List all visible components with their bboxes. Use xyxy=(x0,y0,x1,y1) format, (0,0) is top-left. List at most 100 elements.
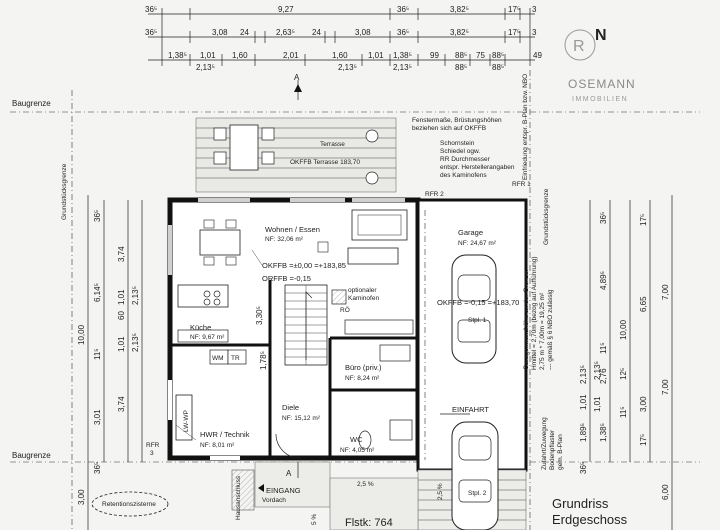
dim-right-2d: 2,13⁵ xyxy=(593,361,602,380)
dim-right-4a: 6,00 xyxy=(661,484,670,500)
title-line-2: Erdgeschoss xyxy=(552,512,628,527)
wm-label: WM xyxy=(212,355,224,362)
dim-right-4c: 7,00 xyxy=(661,284,670,300)
hausanschluss-label: Hausanschluss xyxy=(235,475,242,520)
dim-right-1h: 36⁵ xyxy=(599,212,608,224)
kitchen-furniture xyxy=(177,284,229,343)
dimension-chains-top: 36⁵ 9,27 36⁵ 3,82⁵ 17⁵ 3 36⁵ 3,08 24 2,6… xyxy=(145,5,542,72)
retention-cistern xyxy=(91,491,169,517)
baugrenze-bottom-label: Baugrenze xyxy=(12,451,51,460)
dim-right-1g: 2,13⁵ xyxy=(579,365,588,384)
dim-left-inner-g: 1,01 xyxy=(117,289,126,305)
dim-top-2g: 36⁵ xyxy=(397,28,409,37)
dim-top-3a: 1,38⁵ xyxy=(168,51,187,60)
dim-left-outer-a: 3,00 xyxy=(77,489,86,505)
dim-top-3c: 1,60 xyxy=(232,51,248,60)
garage-note-3: 2,75 m * 7,00m = 19,25 m² xyxy=(539,292,546,370)
rfr3b-label: 3 xyxy=(150,450,154,457)
room-buero: Büro (priv.) xyxy=(345,363,382,372)
dim-left-inner-f: 36⁵ xyxy=(93,462,102,474)
dim-right-2c: 1,01 xyxy=(593,396,602,412)
dim-left-inner-h: 2,13⁵ xyxy=(131,286,140,305)
dim-left-mid-c: 6,14⁵ xyxy=(93,283,102,302)
dim-right-4b: 7,00 xyxy=(661,379,670,395)
garage-car xyxy=(424,210,497,460)
dim-top-3f: 1,01 xyxy=(368,51,384,60)
ro-label: RÖ xyxy=(340,306,350,314)
dim-right-3d: 17⁵ xyxy=(639,434,648,446)
entrance-door-swing xyxy=(275,433,301,459)
dim-top-2h: 3,82⁵ xyxy=(450,28,469,37)
dim-small-b: 3,30⁵ xyxy=(255,306,264,325)
level-okffb-main: OKFFB =±0,00 =+183,85 xyxy=(262,261,346,270)
dim-right-3a: 3,00 xyxy=(639,396,648,412)
dim-top-3h: 99 xyxy=(430,51,439,60)
dim-left-inner-d: 2,13⁵ xyxy=(131,333,140,352)
dim-left-mid-d: 36⁵ xyxy=(93,210,102,222)
kaminofen-label-2: Kaminofen xyxy=(348,295,379,302)
dim-right-1d: 4,89⁵ xyxy=(599,271,608,290)
dim-right-3b: 17⁵ xyxy=(639,214,648,226)
stpl2-label: Stpl. 2 xyxy=(468,490,487,497)
section-marker-top: A xyxy=(294,73,302,100)
grundstuecksgrenze-right: Grundstücksgrenze xyxy=(543,188,550,245)
dim-right-1i: 36⁵ xyxy=(579,462,588,474)
room-wohnen-area: NF: 32,06 m² xyxy=(265,236,304,243)
dim-top-1e: 17⁵ xyxy=(508,5,520,14)
baugrenze-top-label: Baugrenze xyxy=(12,99,51,108)
section-a-bottom: A xyxy=(286,469,292,478)
dim-top-4c: 2,13⁵ xyxy=(393,63,412,72)
room-hwr: HWR / Technik xyxy=(200,430,250,439)
vordach-label: Vordach xyxy=(262,497,286,504)
room-kueche: Küche xyxy=(190,323,211,332)
dim-right-2b: 12⁵ xyxy=(619,368,628,380)
chimney-note-4: entspr. Herstellerangaben xyxy=(440,164,515,171)
sofa xyxy=(351,209,408,241)
dim-left-inner-e: 60 xyxy=(117,311,126,320)
window-note-1: Fenstermaße, Brüstungshöhen xyxy=(412,117,502,124)
dim-top-1f: 3 xyxy=(532,5,537,14)
dim-top-4e: 88⁵ xyxy=(492,63,504,72)
dim-top-3e: 1,60 xyxy=(332,51,348,60)
dim-right-3e: 10,00 xyxy=(619,319,628,340)
chimney-note-1: Schornstein xyxy=(440,140,475,147)
rfr3-label: RFR xyxy=(146,442,160,449)
rfr1-label: RFR 1 xyxy=(512,181,531,188)
slope-3: 5 % xyxy=(311,514,318,525)
plant-icon xyxy=(365,129,379,143)
dim-right-3c: 6,65 xyxy=(639,296,648,312)
room-buero-area: NF: 8,24 m² xyxy=(345,375,380,382)
garage-note-2: Hmittel = 2,70m (bezog auf Aufführung) xyxy=(531,256,538,370)
dim-left-inner-a: 3,74 xyxy=(117,396,126,412)
dim-top-2i: 17⁵ xyxy=(508,28,520,37)
dim-left-mid-a: 3,01 xyxy=(93,409,102,425)
dim-small-a: 1,78⁵ xyxy=(259,351,268,370)
dim-top-3j: 75 xyxy=(476,51,485,60)
zufahrt-1: Zufahrt/Zuwegung xyxy=(541,417,548,470)
einfriedung-label: Einfriedung entspr. B-Plan bzw. NBO xyxy=(522,74,529,180)
staircase xyxy=(284,284,328,366)
logo: R OSEMANN IMMOBILIEN N xyxy=(564,27,635,103)
driveway xyxy=(417,421,527,530)
dim-top-1c: 36⁵ xyxy=(397,5,409,14)
dim-top-1b: 9,27 xyxy=(278,5,294,14)
title-line-1: Grundriss xyxy=(552,496,609,511)
wc-fixtures xyxy=(358,419,413,450)
chimney-stove xyxy=(331,289,414,335)
dim-top-2b: 3,08 xyxy=(212,28,228,37)
dim-top-3l: 49 xyxy=(533,51,542,60)
chimney-note-2: Schiedel ogw. xyxy=(440,148,480,155)
dim-top-4b: 2,13⁵ xyxy=(338,63,357,72)
room-diele-area: NF: 15,12 m² xyxy=(282,415,321,422)
dim-top-1a: 36⁵ xyxy=(145,5,157,14)
dim-top-3d: 2,01 xyxy=(283,51,299,60)
dim-left-inner-b: 3,74 xyxy=(117,246,126,262)
room-garage-area: NF: 24,67 m² xyxy=(458,240,497,247)
room-wohnen: Wohnen / Essen xyxy=(265,225,320,234)
dimension-chains-left xyxy=(87,195,143,530)
room-garage: Garage xyxy=(458,228,483,237)
room-wc-area: NF: 4,05 m² xyxy=(340,447,375,454)
dimension-chains-right xyxy=(589,195,673,530)
rfr2-label: RFR 2 xyxy=(425,191,444,198)
